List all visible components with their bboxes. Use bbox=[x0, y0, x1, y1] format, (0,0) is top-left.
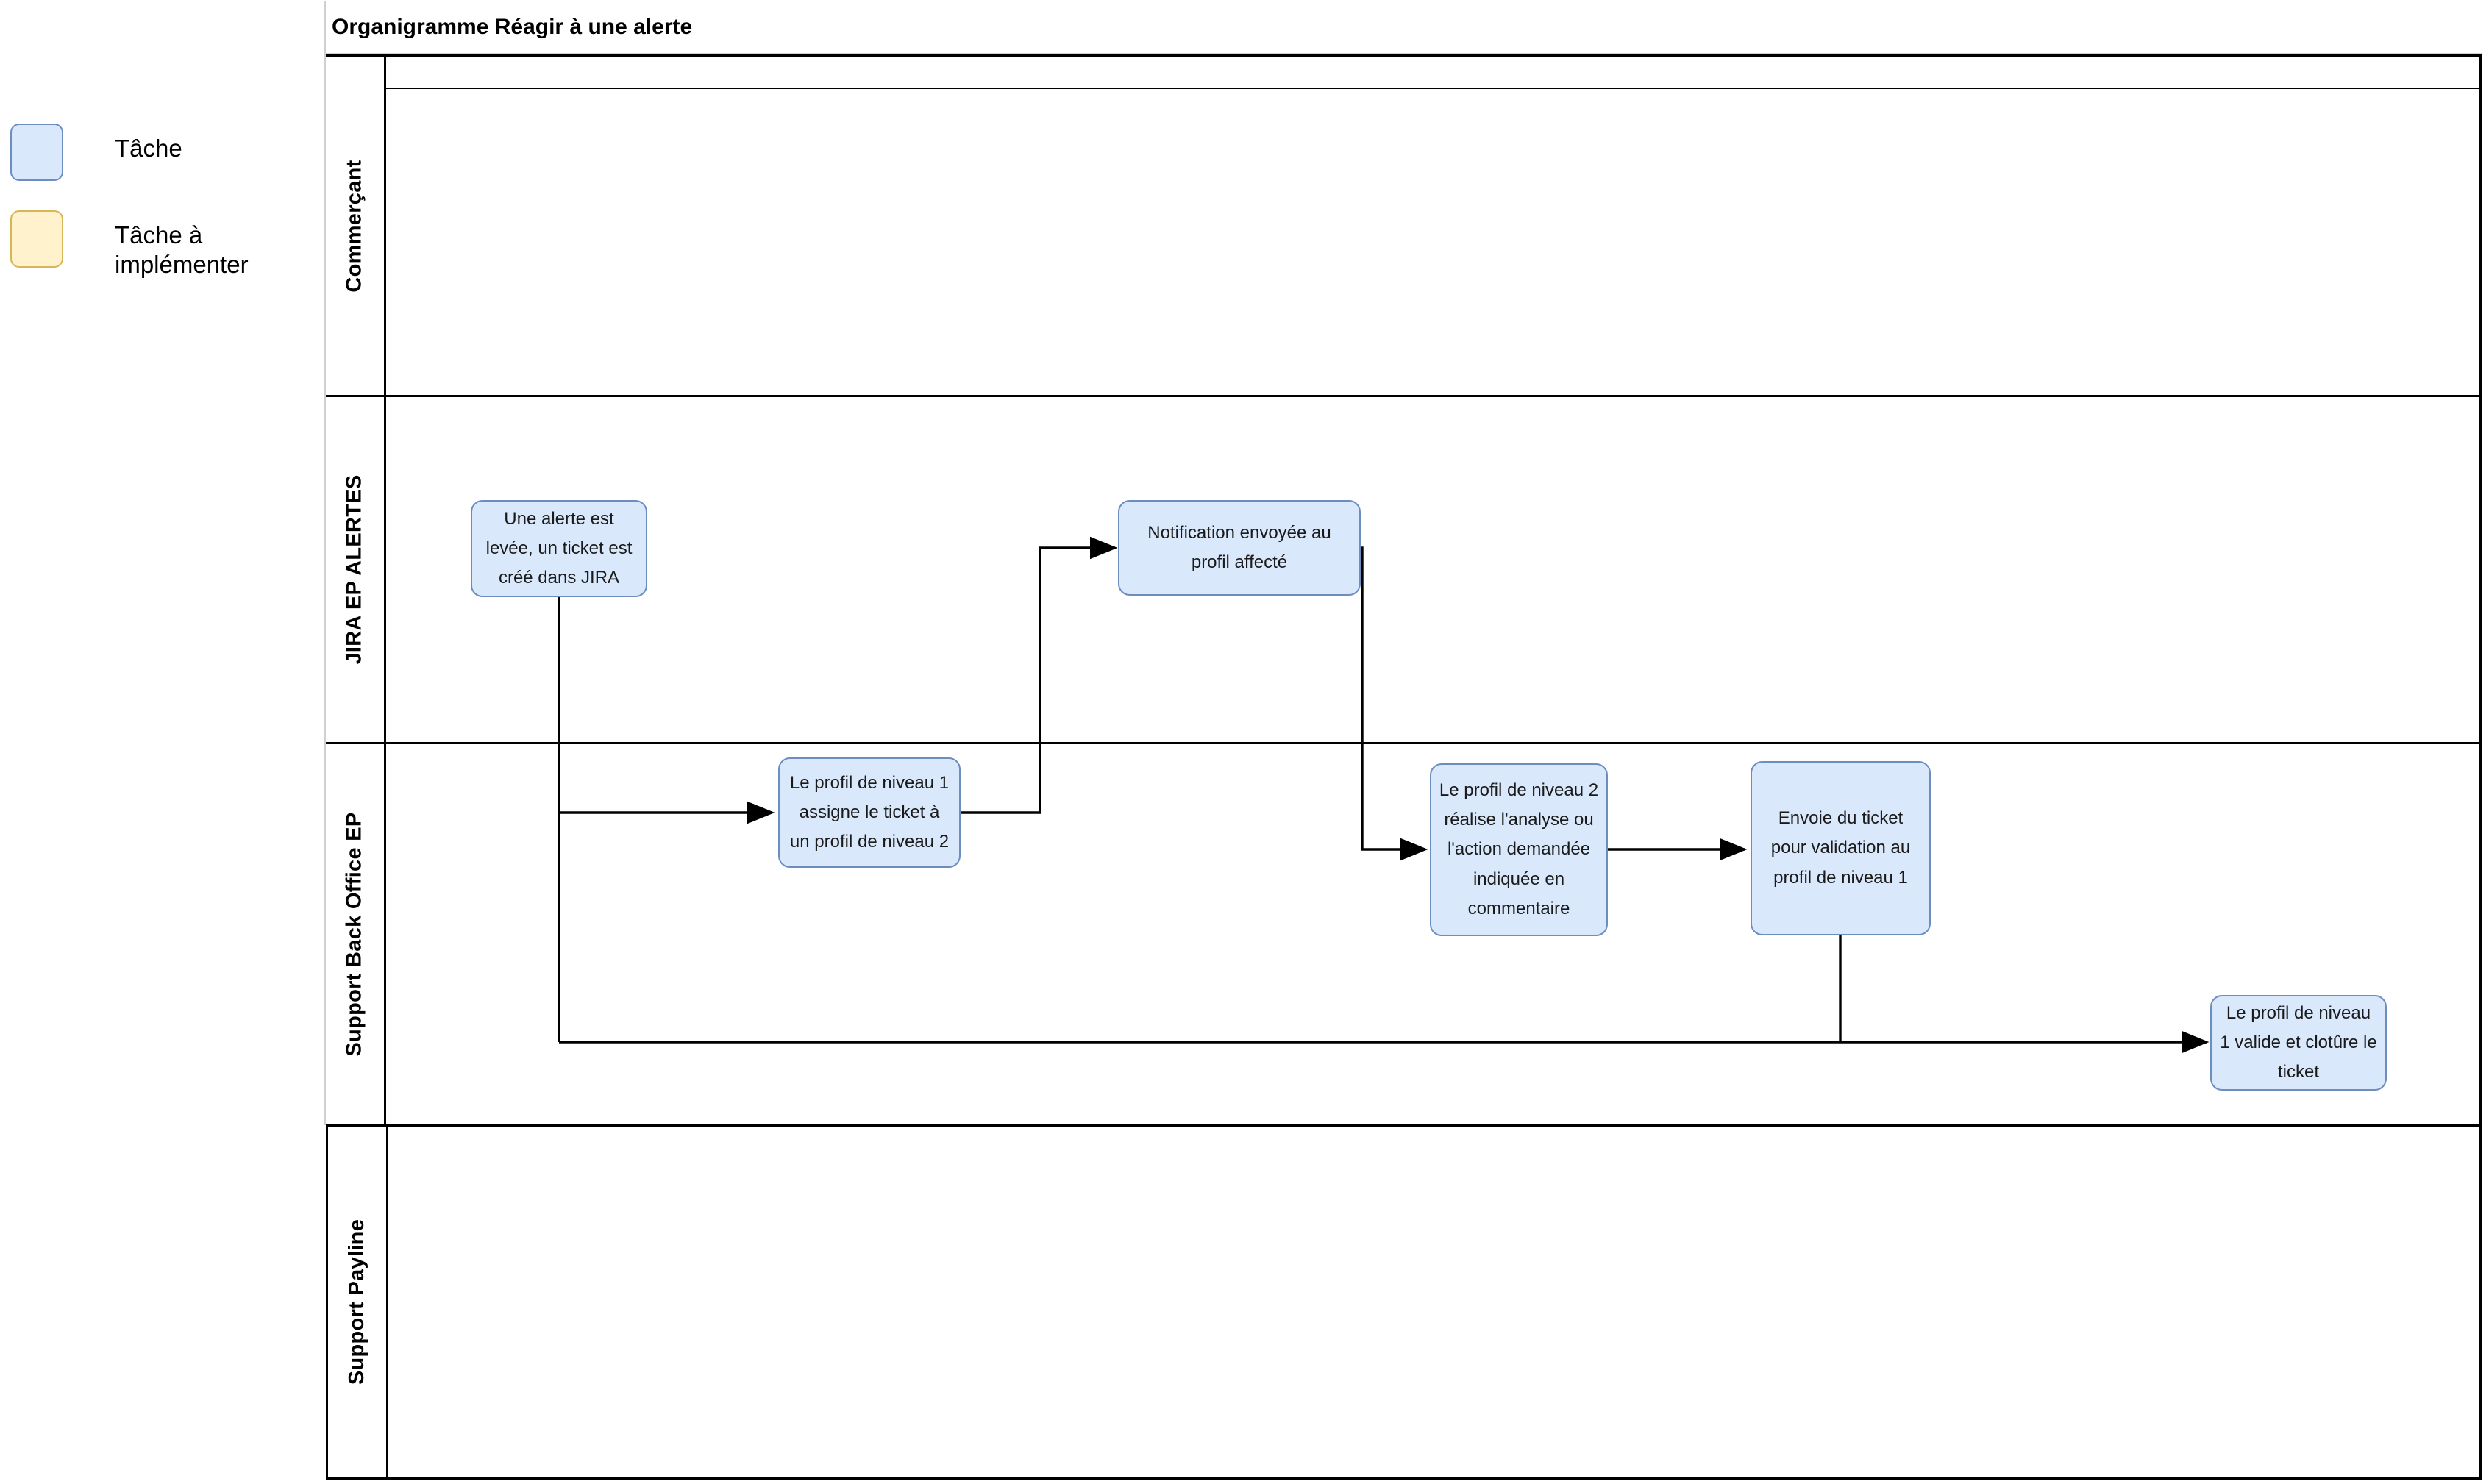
lane-header-jira-ep-alertes: JIRA EP ALERTES bbox=[326, 397, 386, 742]
legend-label-tache: Tâche bbox=[115, 135, 182, 162]
lane-label-jira-ep-alertes: JIRA EP ALERTES bbox=[343, 474, 367, 665]
lane-label-support-back-office-ep: Support Back Office EP bbox=[343, 812, 366, 1057]
diagram-title: Organigramme Réagir à une alerte bbox=[332, 15, 693, 39]
lane-body-support-payline bbox=[388, 1127, 2482, 1477]
lane-jira-ep-alertes: JIRA EP ALERTES bbox=[326, 397, 2482, 744]
lane-label-commercant: Commerçant bbox=[343, 159, 366, 293]
node-alerte-levee[interactable]: Une alerte est levée, un ticket est créé… bbox=[471, 500, 647, 597]
node-envoie-ticket-validation[interactable]: Envoie du ticket pour validation au prof… bbox=[1751, 761, 1931, 935]
legend-item-tache-a-implementer: Tâche à implémenter bbox=[10, 210, 249, 280]
legend-swatch-tache bbox=[10, 124, 63, 181]
lane-label-support-payline: Support Payline bbox=[345, 1219, 369, 1385]
lane-commercant: Commerçant bbox=[326, 54, 2482, 397]
lane-header-support-payline: Support Payline bbox=[328, 1127, 388, 1477]
node-notification-envoyee[interactable]: Notification envoyée au profil affecté bbox=[1118, 500, 1361, 596]
lane-support-back-office-ep: Support Back Office EP bbox=[326, 744, 2482, 1127]
legend-item-tache: Tâche bbox=[10, 124, 182, 181]
legend: Tâche Tâche à implémenter bbox=[0, 0, 316, 1484]
swimlane-pool: Organigramme Réagir à une alerte Commerç… bbox=[324, 1, 2482, 1480]
pool-left-edge bbox=[324, 1, 326, 1125]
node-profil-niveau-1-valide-cloture[interactable]: Le profil de niveau 1 valide et clotûre … bbox=[2210, 995, 2387, 1091]
lane-commercant-subrow bbox=[386, 57, 2482, 89]
legend-swatch-tache-a-implementer bbox=[10, 210, 63, 268]
lane-header-support-back-office-ep: Support Back Office EP bbox=[326, 744, 386, 1124]
lane-support-payline: Support Payline bbox=[326, 1127, 2482, 1480]
lane-header-commercant: Commerçant bbox=[326, 57, 386, 395]
node-profil-niveau-2-analyse[interactable]: Le profil de niveau 2 réalise l'analyse … bbox=[1430, 763, 1608, 936]
diagram-title-band: Organigramme Réagir à une alerte bbox=[326, 1, 2482, 54]
pool-right-edge bbox=[2479, 54, 2482, 1480]
node-profil-niveau-1-assigne[interactable]: Le profil de niveau 1 assigne le ticket … bbox=[778, 757, 961, 868]
lane-body-commercant bbox=[386, 57, 2482, 395]
legend-label-tache-a-implementer: Tâche à implémenter bbox=[115, 221, 249, 279]
lane-body-jira-ep-alertes bbox=[386, 397, 2482, 742]
